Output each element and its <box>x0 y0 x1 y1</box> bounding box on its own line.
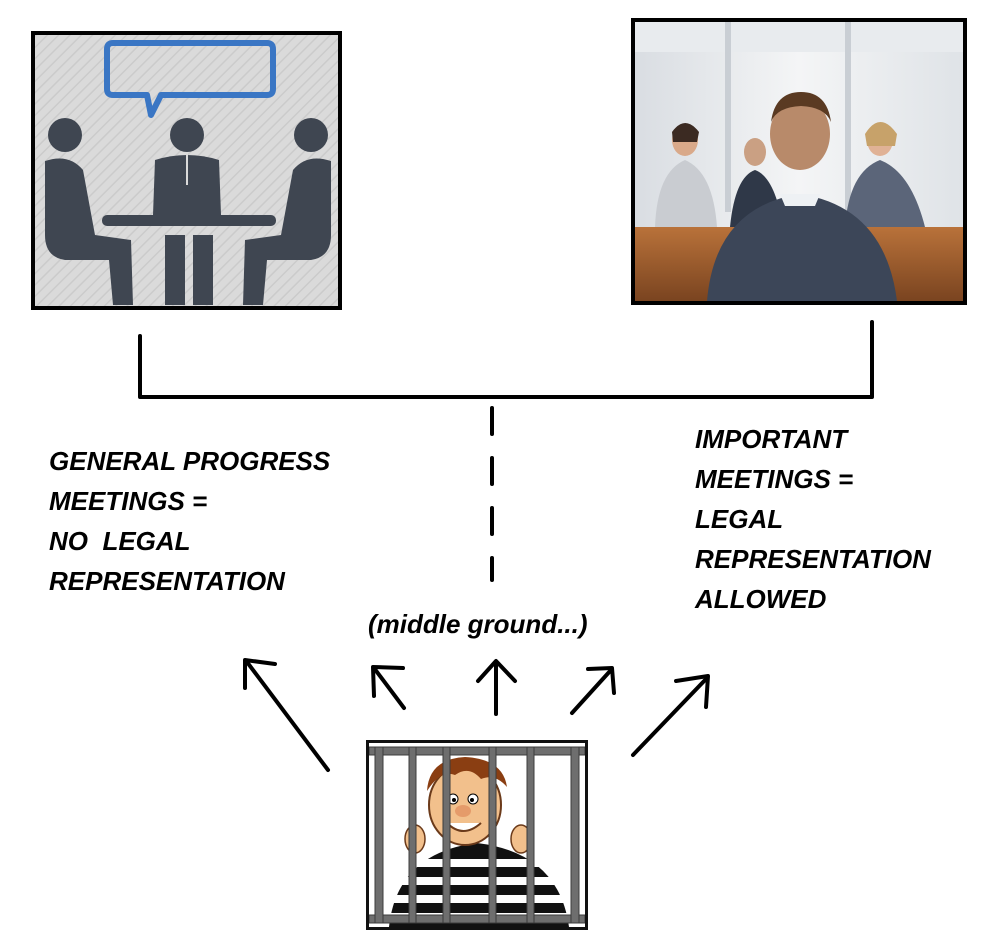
label-right-line-5: ALLOWED <box>695 584 827 614</box>
middle-ground-label: (middle ground...) <box>368 609 588 639</box>
prisoner-illustration <box>369 743 585 927</box>
arrow-right <box>570 666 616 715</box>
meeting-illustration <box>35 35 338 306</box>
label-left-line-4: REPRESENTATION <box>49 566 285 596</box>
important-meetings-label: IMPORTANT MEETINGS = LEGAL REPRESENTATIO… <box>695 419 931 619</box>
label-left-line-1: GENERAL PROGRESS <box>49 446 331 476</box>
label-right-line-2: MEETINGS = <box>695 464 854 494</box>
arrow-far-right <box>631 674 710 757</box>
label-right-line-1: IMPORTANT <box>695 424 848 454</box>
label-right-line-4: REPRESENTATION <box>695 544 931 574</box>
general-progress-meetings-label: GENERAL PROGRESS MEETINGS = NO LEGAL REP… <box>49 441 330 601</box>
label-left-line-3: NO LEGAL <box>49 526 191 556</box>
bracket-line <box>138 320 874 399</box>
arrow-left <box>371 665 406 710</box>
prisoner-cartoon-image <box>366 740 588 930</box>
label-right-line-3: LEGAL <box>695 504 784 534</box>
interview-photo-image <box>631 18 967 305</box>
arrow-center <box>476 659 517 716</box>
speech-bubble-icon <box>104 40 276 118</box>
arrow-far-left <box>243 658 330 772</box>
meeting-icon-image <box>31 31 342 310</box>
interview-photo <box>635 22 963 301</box>
label-left-line-2: MEETINGS = <box>49 486 208 516</box>
